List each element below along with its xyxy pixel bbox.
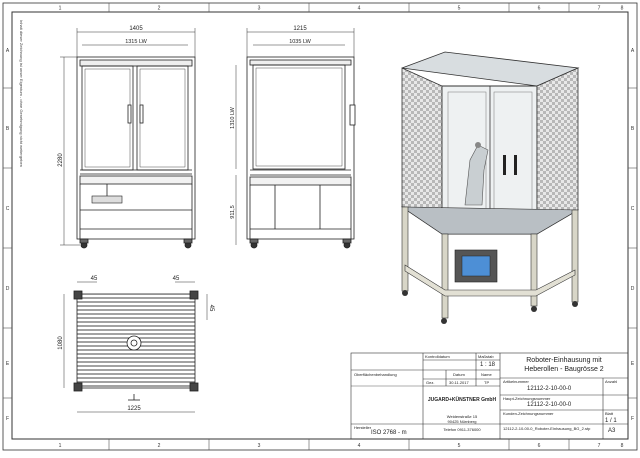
top-view [73, 290, 199, 401]
quantity-label: Anzahl [605, 379, 618, 384]
top-dimensions [63, 281, 208, 413]
title-block [350, 352, 629, 440]
dim-front-height: 2280 [58, 153, 64, 167]
row-label-right: D [631, 286, 635, 292]
company-name: JUGARD+KÜNSTNER GmbH [427, 397, 497, 403]
column-label-bottom: 5 [458, 443, 461, 449]
column-label-bottom: 7 [598, 443, 601, 449]
column-label-top: 2 [158, 6, 161, 12]
column-label-top: 6 [538, 6, 541, 12]
scale-label: Maßstab [478, 354, 494, 359]
column-label-top: 1 [59, 6, 62, 12]
drawing-title-line2: Heberollen - Baugrösse 2 [524, 366, 604, 373]
drawn-name: TP [484, 380, 490, 385]
scale-value: 1 : 18 [480, 362, 496, 368]
column-label-top: 7 [598, 6, 601, 12]
paper-format: A3 [608, 428, 616, 434]
column-grid-ticks [3, 3, 637, 450]
column-label-top: 8 [621, 6, 624, 12]
column-label-top: 3 [258, 6, 261, 12]
column-label-bottom: 2 [158, 443, 161, 449]
dim-front-width: 1405 [129, 26, 143, 32]
main-drawing-number-label: Haupt-Zeichnungsnummer [503, 396, 551, 401]
dim-top-left: 45 [91, 276, 98, 282]
column-label-top: 5 [458, 6, 461, 12]
sheet-value: 1 / 1 [605, 418, 617, 424]
date-label: Datum [453, 372, 465, 377]
tolerance-norm: ISO 2768 - m [371, 430, 407, 436]
file-name: 12112-2-10-00-0_Roboter-Einhausung_BG_2.… [503, 426, 591, 431]
drawn-label: Gez. [426, 380, 435, 385]
row-label-left: C [6, 206, 10, 212]
dim-side-clear-width: 1035 LW [289, 39, 311, 45]
dim-side-width: 1215 [293, 26, 307, 32]
dim-front-clear-width: 1315 LW [125, 39, 147, 45]
article-number-label: Artikelnummer [503, 379, 529, 384]
row-label-right: F [631, 416, 634, 422]
row-label-left: F [6, 416, 9, 422]
sheet-label: Blatt [605, 411, 614, 416]
customer-drawing-number-label: Kunden-Zeichnungsnummer [503, 411, 554, 416]
front-view [76, 56, 196, 249]
row-label-right: C [631, 206, 635, 212]
dim-side-lower-height: 911,5 [230, 205, 236, 218]
column-label-bottom: 4 [358, 443, 361, 449]
drawing-title-line1: Roboter-Einhausung mit [526, 357, 602, 364]
row-label-right: B [631, 126, 635, 132]
row-label-left: A [6, 48, 10, 54]
main-drawing-number: 12112-2-10-00-0 [527, 402, 572, 408]
row-label-right: A [631, 48, 635, 54]
drawn-date: 30.11.2017 [449, 380, 469, 385]
column-label-bottom: 6 [538, 443, 541, 449]
column-label-top: 4 [358, 6, 361, 12]
control-date-label: Kontrolldatum [425, 354, 450, 359]
dim-top-right: 45 [173, 276, 180, 282]
dim-top-depth: 1080 [58, 336, 64, 350]
side-view [246, 56, 356, 249]
dim-side-upper-height: 1310 LW [230, 106, 236, 128]
inner-frame [11, 11, 629, 440]
name-label: Name [481, 372, 492, 377]
outer-frame [2, 2, 638, 451]
column-label-bottom: 1 [59, 443, 62, 449]
isometric-view [400, 51, 580, 324]
manufacturer-label: Hersteller [354, 425, 372, 430]
row-label-left: B [6, 126, 10, 132]
row-label-left: D [6, 286, 10, 292]
column-label-bottom: 8 [621, 443, 624, 449]
company-city: 90425 Nürnberg [447, 419, 477, 424]
row-label-right: E [631, 361, 635, 367]
company-street: Weidenstraße 15 [446, 414, 478, 419]
dim-top-side: 45 [208, 305, 214, 312]
article-number: 12112-2-10-00-0 [527, 386, 572, 392]
dim-top-width: 1225 [127, 406, 141, 412]
column-label-bottom: 3 [258, 443, 261, 449]
company-phone: Telefon 0911-376000 [443, 427, 481, 432]
front-dimensions [60, 28, 196, 246]
surface-treatment-label: Oberflächenbehandlung [354, 372, 397, 377]
side-dimensions [235, 28, 355, 245]
side-note: Inhalt dieser Zeichnung ist unser Eigent… [19, 20, 24, 167]
row-label-left: E [6, 361, 10, 367]
